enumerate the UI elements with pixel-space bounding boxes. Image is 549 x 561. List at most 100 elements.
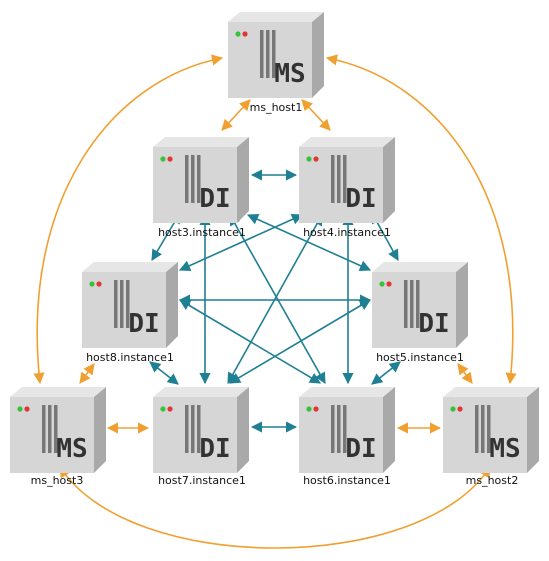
- node-label-h5: host5.instance1: [376, 351, 464, 364]
- status-led-green-icon: [160, 156, 166, 162]
- server-top: [372, 262, 468, 272]
- server-top: [82, 262, 178, 272]
- status-led-red-icon: [386, 281, 392, 287]
- server-top: [299, 387, 395, 397]
- server-node-h8: DI: [82, 262, 178, 348]
- node-label-ms2: ms_host2: [466, 474, 519, 487]
- server-side: [237, 137, 249, 223]
- link-h4-h7: [227, 214, 323, 384]
- status-led-red-icon: [96, 281, 102, 287]
- drive-slot-icon: [126, 280, 130, 328]
- status-led-green-icon: [89, 281, 95, 287]
- drive-slot-icon: [475, 405, 479, 453]
- status-led-green-icon: [17, 406, 23, 412]
- status-led-red-icon: [24, 406, 30, 412]
- status-led-red-icon: [167, 156, 173, 162]
- drive-slot-icon: [331, 405, 335, 453]
- link-ms1-ms3: [33, 54, 224, 385]
- server-top: [153, 137, 249, 147]
- status-led-red-icon: [242, 31, 248, 37]
- server-node-h6: DI: [299, 387, 395, 473]
- status-led-green-icon: [306, 156, 312, 162]
- status-led-green-icon: [235, 31, 241, 37]
- drive-slot-icon: [337, 405, 341, 453]
- status-led-red-icon: [313, 406, 319, 412]
- drive-slot-icon: [404, 280, 408, 328]
- server-top: [443, 387, 539, 397]
- drive-slot-icon: [481, 405, 485, 453]
- server-side: [456, 262, 468, 348]
- server-type-text: DI: [345, 184, 376, 214]
- server-side: [166, 262, 178, 348]
- server-node-h3: DI: [153, 137, 249, 223]
- server-node-h5: DI: [372, 262, 468, 348]
- server-node-ms3: MS: [10, 387, 106, 473]
- server-side: [527, 387, 539, 473]
- link-ms1-h3: [221, 99, 251, 131]
- server-type-text: MS: [274, 59, 305, 89]
- drive-slot-icon: [197, 405, 201, 453]
- server-side: [383, 387, 395, 473]
- server-node-ms1: MS: [228, 12, 324, 98]
- server-type-text: MS: [489, 434, 520, 464]
- server-type-text: DI: [345, 434, 376, 464]
- server-front: [299, 397, 383, 473]
- server-front: [82, 272, 166, 348]
- server-type-text: DI: [418, 309, 449, 339]
- drive-slot-icon: [416, 280, 420, 328]
- server-front: [153, 397, 237, 473]
- status-led-red-icon: [167, 406, 173, 412]
- node-label-h4: host4.instance1: [303, 226, 391, 239]
- server-side: [383, 137, 395, 223]
- node-label-ms1: ms_host1: [250, 101, 303, 114]
- drive-slot-icon: [197, 155, 201, 203]
- link-h8-h7: [149, 361, 179, 385]
- server-type-text: DI: [199, 184, 230, 214]
- server-type-text: DI: [128, 309, 159, 339]
- server-front: [228, 22, 312, 98]
- drive-slot-icon: [54, 405, 58, 453]
- drive-slot-icon: [191, 155, 195, 203]
- server-top: [228, 12, 324, 22]
- drive-slot-icon: [331, 155, 335, 203]
- server-top: [299, 137, 395, 147]
- drive-slot-icon: [266, 30, 270, 78]
- drive-slot-icon: [272, 30, 276, 78]
- server-front: [10, 397, 94, 473]
- drive-slot-icon: [260, 30, 264, 78]
- status-led-red-icon: [457, 406, 463, 412]
- link-h5-h6: [371, 361, 401, 385]
- drive-slot-icon: [114, 280, 118, 328]
- drive-slot-icon: [42, 405, 46, 453]
- server-front: [299, 147, 383, 223]
- node-label-h3: host3.instance1: [158, 226, 246, 239]
- status-led-green-icon: [306, 406, 312, 412]
- server-side: [312, 12, 324, 98]
- drive-slot-icon: [343, 155, 347, 203]
- status-led-green-icon: [379, 281, 385, 287]
- server-front: [443, 397, 527, 473]
- server-side: [94, 387, 106, 473]
- server-top: [10, 387, 106, 397]
- link-h8-ms3: [79, 363, 95, 384]
- server-type-text: MS: [56, 434, 87, 464]
- drive-slot-icon: [191, 405, 195, 453]
- nodes-layer: MSms_host1DIhost3.instance1DIhost4.insta…: [10, 12, 539, 487]
- link-ms1-h4: [301, 99, 331, 131]
- node-label-h8: host8.instance1: [86, 351, 174, 364]
- link-ms1-ms2: [325, 54, 517, 385]
- status-led-green-icon: [450, 406, 456, 412]
- server-node-h7: DI: [153, 387, 249, 473]
- server-front: [372, 272, 456, 348]
- server-top: [153, 387, 249, 397]
- drive-slot-icon: [343, 405, 347, 453]
- status-led-green-icon: [160, 406, 166, 412]
- link-h5-ms2: [457, 363, 473, 384]
- link-h3-h5: [246, 214, 372, 271]
- server-type-text: DI: [199, 434, 230, 464]
- link-ms3-ms2: [59, 466, 491, 549]
- node-label-h7: host7.instance1: [158, 474, 246, 487]
- drive-slot-icon: [185, 155, 189, 203]
